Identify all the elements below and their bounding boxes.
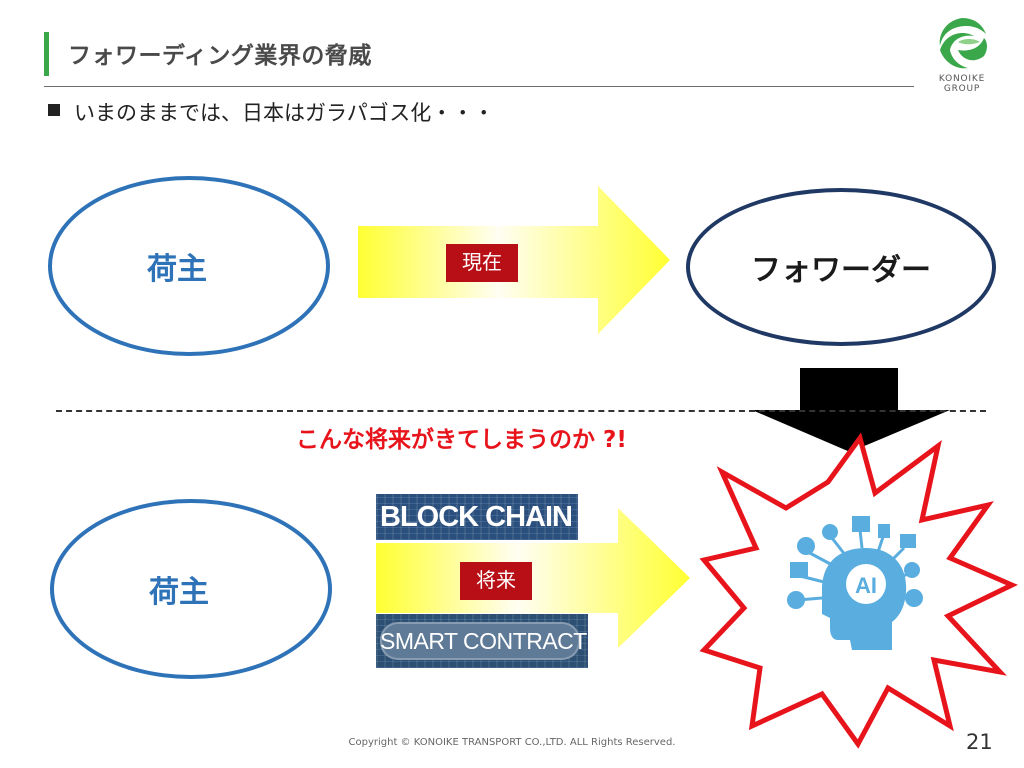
ai-head-icon: AI — [787, 516, 923, 650]
slide-title: フォワーディング業界の脅威 — [68, 43, 372, 69]
title-divider — [44, 86, 914, 87]
page-number: 21 — [966, 730, 993, 754]
logo-line-2: GROUP — [943, 84, 981, 94]
title-accent-bar — [44, 32, 49, 76]
smart-contract-badge: SMART CONTRACT — [376, 614, 588, 668]
future-tag: 将来 — [460, 562, 532, 600]
konoike-leaf-icon — [939, 18, 987, 69]
smart-contract-label: SMART CONTRACT — [380, 622, 587, 660]
logo-line-1: KONOIKE — [938, 74, 986, 84]
future-arrow — [376, 508, 690, 648]
future-caption: こんな将来がきてしまうのか ?! — [296, 427, 627, 453]
ai-label: AI — [855, 573, 877, 598]
forwarder-label: フォワーダー — [751, 253, 931, 288]
shipper-label-present: 荷主 — [147, 252, 207, 287]
forwarder-oval: フォワーダー — [686, 188, 996, 346]
konoike-logo: KONOIKE GROUP — [926, 16, 998, 98]
logo-wordmark: KONOIKE GROUP — [926, 74, 998, 94]
shipper-oval-present: 荷主 — [48, 176, 330, 356]
copyright-footer: Copyright © KONOIKE TRANSPORT CO.,LTD. A… — [348, 737, 676, 748]
bullet-text: いまのままでは、日本はガラパゴス化・・・ — [74, 101, 495, 125]
shipper-oval-future: 荷主 — [50, 499, 332, 679]
blockchain-badge: BLOCK CHAIN — [376, 494, 578, 540]
shipper-label-future: 荷主 — [149, 575, 209, 610]
present-tag: 現在 — [446, 244, 518, 282]
bullet-square-icon — [48, 104, 60, 116]
separator-line — [56, 410, 986, 412]
